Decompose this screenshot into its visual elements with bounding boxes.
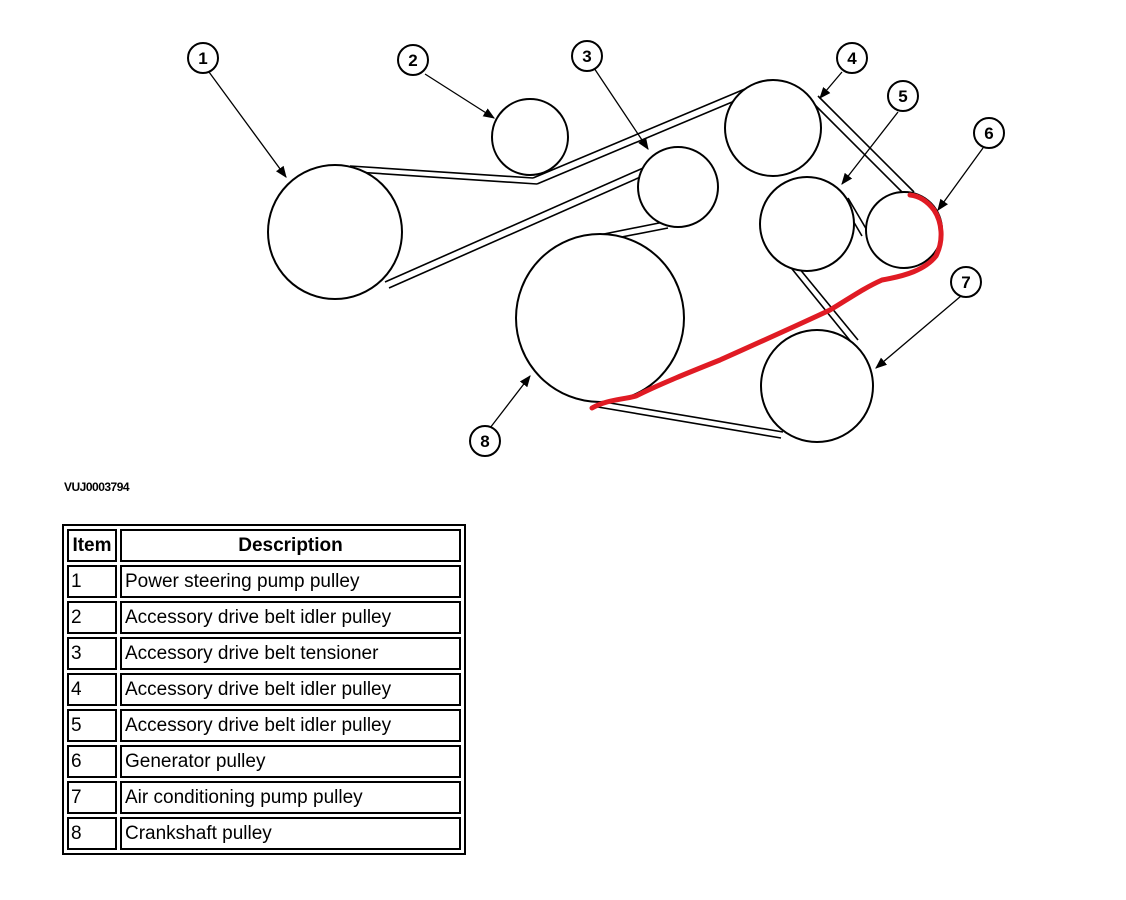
row-item: 8 (67, 817, 117, 850)
row-description: Accessory drive belt idler pulley (120, 601, 461, 634)
callout-3: 3 (571, 40, 603, 72)
callout-7-label: 7 (961, 273, 970, 292)
table-row: 3 Accessory drive belt tensioner (67, 637, 461, 670)
callout-8: 8 (469, 425, 501, 457)
row-description: Accessory drive belt idler pulley (120, 673, 461, 706)
belt-segment-5-7-b (793, 261, 859, 341)
leader-2 (424, 73, 495, 119)
row-description: Air conditioning pump pulley (120, 781, 461, 814)
row-item: 5 (67, 709, 117, 742)
callout-7: 7 (950, 266, 982, 298)
table-row: 2 Accessory drive belt idler pulley (67, 601, 461, 634)
leader-8 (489, 375, 531, 429)
belt-segment-8-7-b (591, 405, 782, 439)
pulley-tensioner (637, 146, 719, 228)
leader-1 (208, 71, 287, 178)
header-item: Item (67, 529, 117, 562)
callout-1: 1 (187, 42, 219, 74)
leader-3 (593, 67, 649, 150)
callout-4: 4 (836, 42, 868, 74)
table-row: 8 Crankshaft pulley (67, 817, 461, 850)
pulley-ac-pump (760, 329, 874, 443)
callout-5-label: 5 (898, 87, 907, 106)
callout-2-label: 2 (408, 51, 417, 70)
belt-segment-5-6-a (847, 197, 869, 233)
callout-1-label: 1 (198, 49, 207, 68)
row-description: Power steering pump pulley (120, 565, 461, 598)
belt-routing-diagram: 1 2 3 4 5 6 7 8 (187, 40, 1005, 457)
callout-8-label: 8 (480, 432, 489, 451)
belt-highlight-route (589, 192, 944, 411)
table-row: 7 Air conditioning pump pulley (67, 781, 461, 814)
callout-6: 6 (973, 117, 1005, 149)
row-description: Crankshaft pulley (120, 817, 461, 850)
row-item: 7 (67, 781, 117, 814)
pulley-idler-upper (491, 98, 569, 176)
leader-6 (937, 147, 984, 211)
table-row: 6 Generator pulley (67, 745, 461, 778)
callout-2: 2 (397, 44, 429, 76)
pulley-idler-middle (759, 176, 855, 272)
table-row: 4 Accessory drive belt idler pulley (67, 673, 461, 706)
leader-7 (875, 295, 962, 369)
belt-segment-5-7-a (787, 263, 853, 344)
row-item: 3 (67, 637, 117, 670)
leader-lines (208, 67, 984, 429)
callout-5: 5 (887, 80, 919, 112)
header-description: Description (120, 529, 461, 562)
legend-header-row: Item Description (67, 529, 461, 562)
row-item: 1 (67, 565, 117, 598)
table-row: 1 Power steering pump pulley (67, 565, 461, 598)
pulley-idler-top-right (724, 79, 822, 177)
leader-4 (819, 71, 843, 99)
callout-3-label: 3 (582, 47, 591, 66)
callout-6-label: 6 (984, 124, 993, 143)
legend-table: Item Description 1 Power steering pump p… (62, 524, 466, 855)
belt-segment-4-6-b (811, 101, 911, 201)
belt-segment-1-2-a (349, 165, 534, 179)
pulley-power-steering (267, 164, 403, 300)
callout-4-label: 4 (847, 49, 857, 68)
row-item: 2 (67, 601, 117, 634)
figure-id: VUJ0003794 (64, 480, 130, 494)
row-description: Generator pulley (120, 745, 461, 778)
leader-5 (841, 111, 899, 185)
row-item: 4 (67, 673, 117, 706)
belt-segment-1-3-b (388, 170, 655, 289)
table-row: 5 Accessory drive belt idler pulley (67, 709, 461, 742)
belt-segment-2-4-a (532, 85, 753, 179)
pulley-crankshaft (515, 233, 685, 403)
belt-segment-8-7-a (591, 399, 784, 433)
belt-segment-1-3-a (384, 164, 651, 283)
pulleys (267, 79, 943, 443)
row-item: 6 (67, 745, 117, 778)
row-description: Accessory drive belt idler pulley (120, 709, 461, 742)
row-description: Accessory drive belt tensioner (120, 637, 461, 670)
belt-segment-1-2-b (355, 171, 538, 185)
belt-segment-4-6-a (817, 95, 915, 193)
